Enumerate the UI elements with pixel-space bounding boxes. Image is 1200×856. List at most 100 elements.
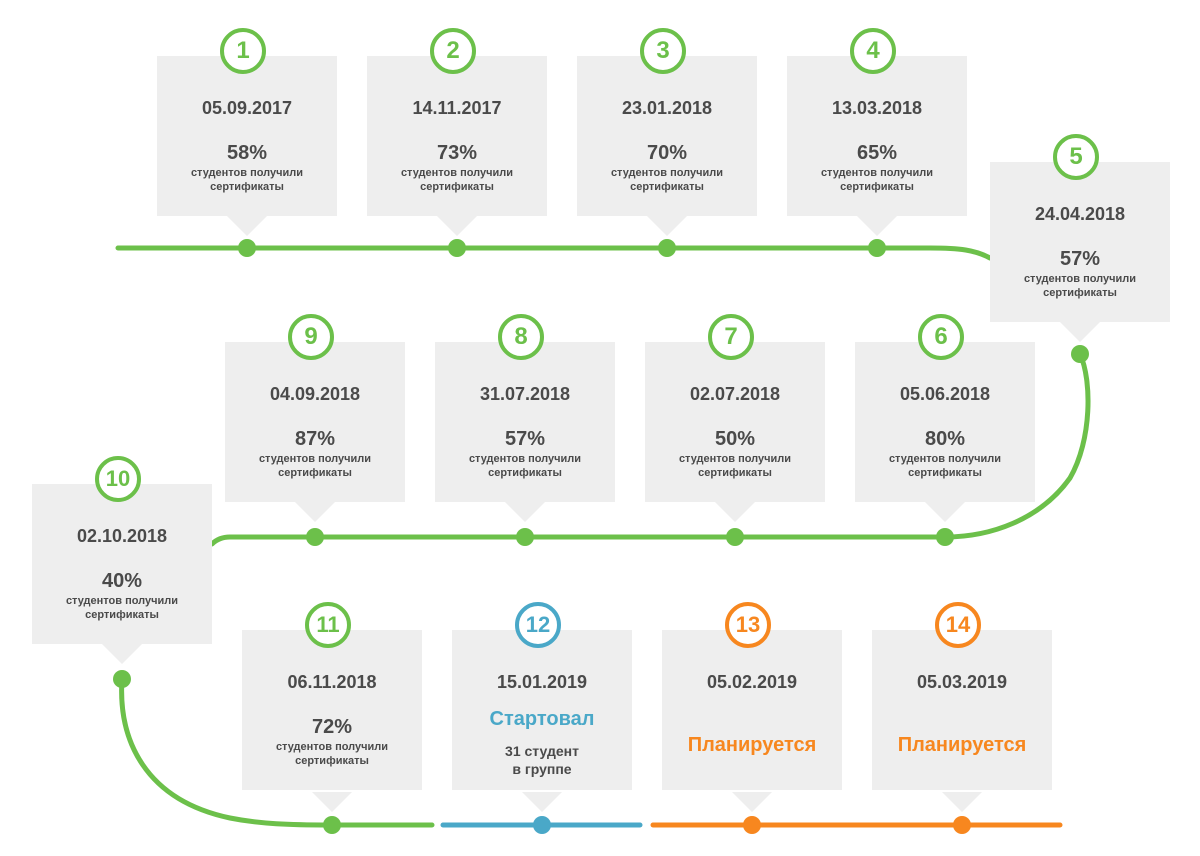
- milestone-date: 13.03.2018: [831, 98, 923, 118]
- pointer-10: [102, 644, 142, 664]
- milestone-badge-4: 4: [850, 28, 896, 74]
- timeline-dot-11: [323, 816, 341, 834]
- milestone-badge-5: 5: [1053, 134, 1099, 180]
- group-count: 31 студент: [505, 743, 579, 759]
- desc-line: сертификаты: [488, 467, 562, 479]
- desc-line: студентов получили: [275, 741, 389, 753]
- milestone-card-11: 06.11.2018 72% студентов получили сертифи…: [242, 630, 422, 790]
- desc-line: студентов получили: [468, 453, 582, 465]
- milestone-badge-6: 6: [918, 314, 964, 360]
- timeline-line-curve-left: [119, 676, 435, 828]
- milestone-badge-13: 13: [725, 602, 771, 648]
- milestone-badge-14: 14: [935, 602, 981, 648]
- milestone-badge-8: 8: [498, 314, 544, 360]
- desc-line: студентов получили: [610, 167, 724, 179]
- milestone-percent: 40%: [101, 570, 143, 592]
- milestone-card-4: 13.03.2018 65% студентов получили сертифи…: [787, 56, 967, 216]
- milestone-status: Стартовал: [489, 708, 595, 730]
- timeline-line-row2: [209, 534, 948, 547]
- milestone-date: 31.07.2018: [479, 384, 571, 404]
- milestone-date: 24.04.2018: [1034, 204, 1126, 224]
- milestone-percent: 58%: [226, 142, 268, 164]
- milestone-card-7: 02.07.2018 50% студентов получили сертифи…: [645, 342, 825, 502]
- desc-line: студентов получили: [1023, 273, 1137, 285]
- desc-line: сертификаты: [210, 181, 284, 193]
- pointer-14: [942, 792, 982, 812]
- pointer-8: [505, 502, 545, 522]
- milestone-group-info: 31 студент в группе: [452, 742, 632, 778]
- milestone-date: 23.01.2018: [621, 98, 713, 118]
- timeline-dot-6: [936, 528, 954, 546]
- group-label: в группе: [512, 761, 572, 777]
- milestone-date: 04.09.2018: [269, 384, 361, 404]
- milestone-date: 05.09.2017: [201, 98, 293, 118]
- desc-line: студентов получили: [820, 167, 934, 179]
- timeline-dot-13: [743, 816, 761, 834]
- milestone-percent: 50%: [714, 428, 756, 450]
- milestone-card-14: 05.03.2019 Планируется: [872, 630, 1052, 790]
- milestone-description: студентов получили сертификаты: [655, 452, 815, 480]
- desc-line: сертификаты: [840, 181, 914, 193]
- timeline-dot-10: [113, 670, 131, 688]
- desc-line: сертификаты: [698, 467, 772, 479]
- timeline-dot-3: [658, 239, 676, 257]
- milestone-percent: 57%: [504, 428, 546, 450]
- milestone-percent: 80%: [924, 428, 966, 450]
- milestone-percent: 72%: [311, 716, 353, 738]
- milestone-card-1: 05.09.2017 58% студентов получили сертифи…: [157, 56, 337, 216]
- timeline-dot-9: [306, 528, 324, 546]
- milestone-badge-9: 9: [288, 314, 334, 360]
- milestone-card-13: 05.02.2019 Планируется: [662, 630, 842, 790]
- milestone-badge-12: 12: [515, 602, 561, 648]
- milestone-percent: 87%: [294, 428, 336, 450]
- milestone-percent: 65%: [856, 142, 898, 164]
- timeline-dot-12: [533, 816, 551, 834]
- milestone-card-8: 31.07.2018 57% студентов получили сертифи…: [435, 342, 615, 502]
- pointer-2: [437, 216, 477, 236]
- milestone-date: 06.11.2018: [287, 672, 377, 692]
- desc-line: сертификаты: [420, 181, 494, 193]
- milestone-badge-10: 10: [95, 456, 141, 502]
- pointer-1: [227, 216, 267, 236]
- milestone-date: 05.03.2019: [916, 672, 1008, 692]
- pointer-9: [295, 502, 335, 522]
- pointer-7: [715, 502, 755, 522]
- milestone-description: студентов получили сертификаты: [445, 452, 605, 480]
- desc-line: студентов получили: [65, 595, 179, 607]
- desc-line: студентов получили: [400, 167, 514, 179]
- milestone-percent: 57%: [1059, 248, 1101, 270]
- milestone-badge-7: 7: [708, 314, 754, 360]
- milestone-badge-2: 2: [430, 28, 476, 74]
- pointer-6: [925, 502, 965, 522]
- milestone-percent: 73%: [436, 142, 478, 164]
- milestone-description: студентов получили сертификаты: [42, 594, 202, 622]
- milestone-description: студентов получили сертификаты: [377, 166, 537, 194]
- milestone-date: 05.06.2018: [899, 384, 991, 404]
- pointer-11: [312, 792, 352, 812]
- pointer-3: [647, 216, 687, 236]
- milestone-badge-3: 3: [640, 28, 686, 74]
- milestone-description: студентов получили сертификаты: [252, 740, 412, 768]
- milestone-status: Планируется: [897, 734, 1027, 756]
- milestone-date: 02.07.2018: [689, 384, 781, 404]
- desc-line: сертификаты: [295, 755, 369, 767]
- timeline-dot-2: [448, 239, 466, 257]
- milestone-status: Планируется: [687, 734, 817, 756]
- timeline-line-row1: [115, 245, 993, 261]
- timeline-dot-4: [868, 239, 886, 257]
- desc-line: студентов получили: [678, 453, 792, 465]
- desc-line: сертификаты: [85, 609, 159, 621]
- milestone-badge-1: 1: [220, 28, 266, 74]
- desc-line: студентов получили: [888, 453, 1002, 465]
- milestone-percent: 70%: [646, 142, 688, 164]
- milestone-date: 02.10.2018: [76, 526, 168, 546]
- desc-line: студентов получили: [190, 167, 304, 179]
